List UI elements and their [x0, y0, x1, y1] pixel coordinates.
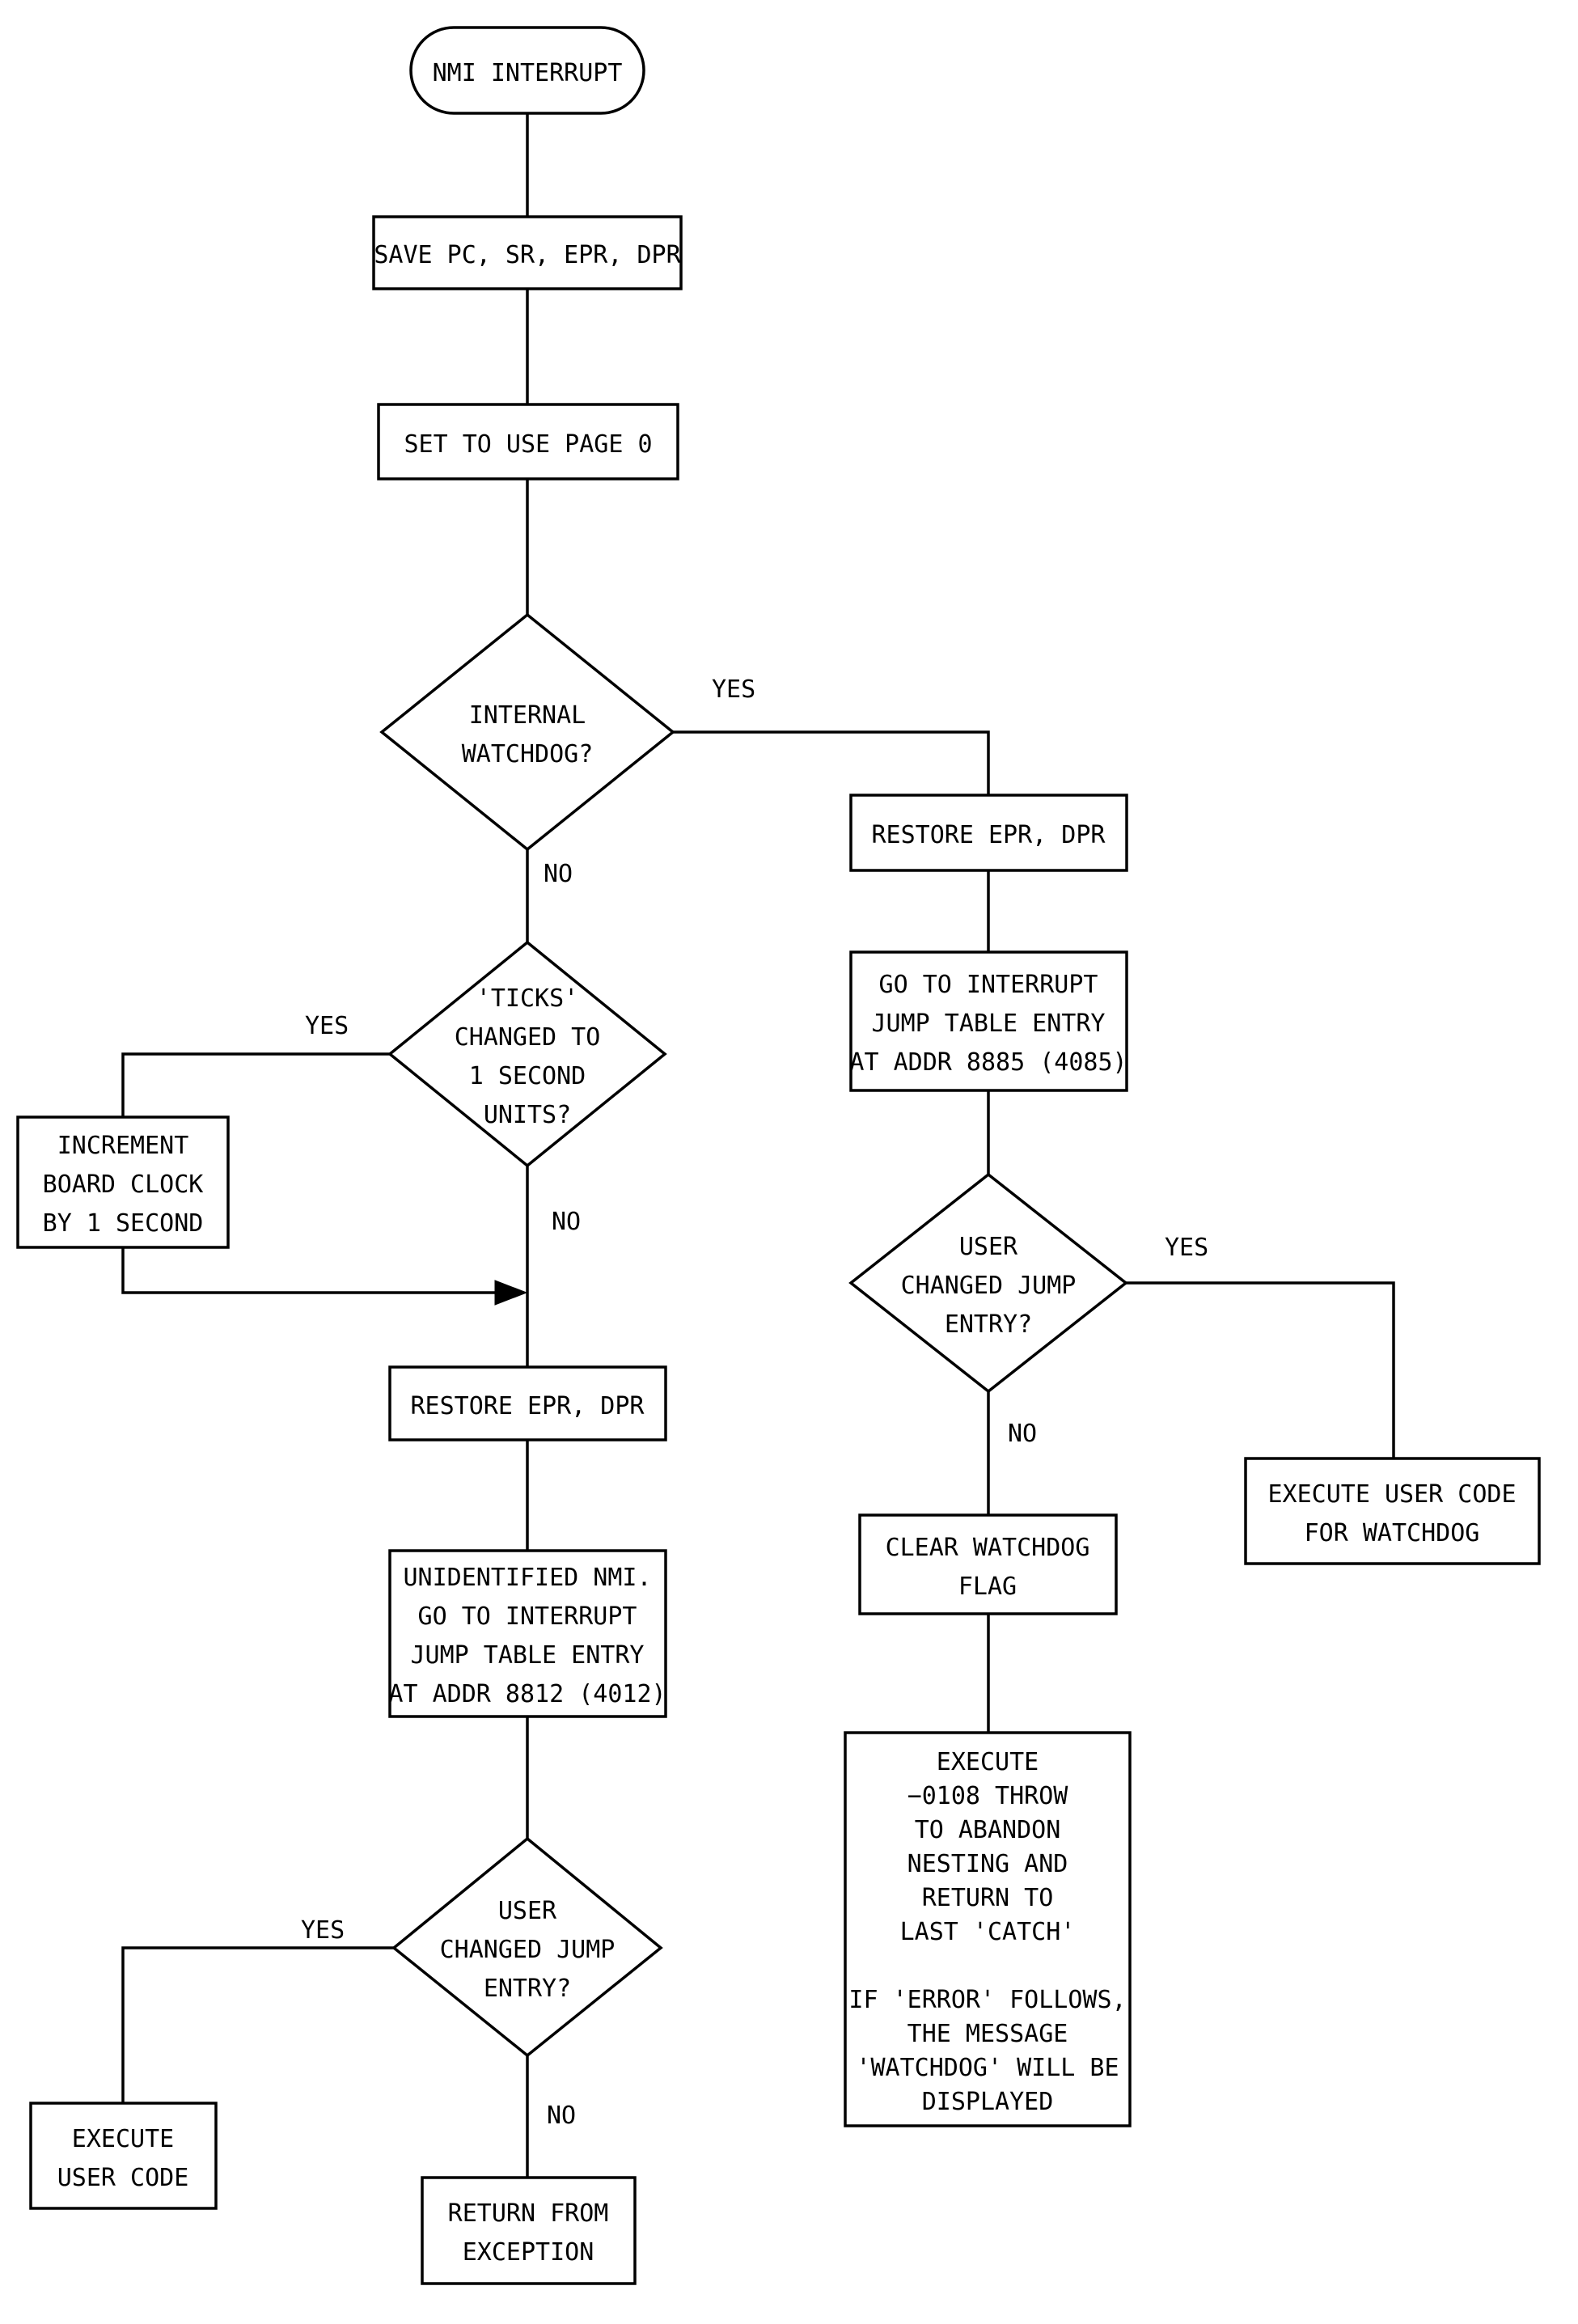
- node-throw-abandon-line5: RETURN TO: [922, 1884, 1054, 1912]
- merge-arrowhead-icon: [494, 1280, 528, 1306]
- node-increment-clock-shape: [16, 1115, 230, 1249]
- node-set-page-label: SET TO USE PAGE 0: [404, 430, 652, 459]
- node-execute-watchdog-code-line2: FOR WATCHDOG: [1305, 1519, 1480, 1547]
- node-jump-table-8885-line3: AT ADDR 8885 (4085): [849, 1048, 1127, 1077]
- node-jump-table-8812-line2: GO TO INTERRUPT: [418, 1602, 637, 1631]
- node-ticks-changed-line4: UNITS?: [484, 1101, 571, 1129]
- node-save-registers-label: SAVE PC, SR, EPR, DPR: [374, 241, 681, 269]
- node-jump-table-8885: GO TO INTERRUPT JUMP TABLE ENTRY AT ADDR…: [849, 950, 1128, 1092]
- node-restore-right-shape: [849, 794, 1128, 872]
- node-increment-clock: INCREMENT BOARD CLOCK BY 1 SECOND: [16, 1115, 230, 1249]
- node-jump-table-8812-shape: [388, 1549, 667, 1718]
- node-ticks-changed: 'TICKS' CHANGED TO 1 SECOND UNITS?: [387, 940, 667, 1168]
- edge-userchanged-yes-to-executewatchdog: [1126, 1281, 1395, 1458]
- node-execute-watchdog-code: EXECUTE USER CODE FOR WATCHDOG: [1244, 1457, 1541, 1565]
- node-ticks-changed-shape: [387, 940, 667, 1168]
- edge-label-watchdog-yes: YES: [712, 675, 755, 704]
- node-internal-watchdog-line1: INTERNAL: [469, 701, 586, 730]
- edge-label-user-bottom-yes: YES: [301, 1916, 345, 1945]
- node-user-changed-right-shape: [848, 1172, 1128, 1394]
- node-user-changed-right-line1: USER: [959, 1233, 1018, 1261]
- node-throw-abandon-line3: TO ABANDON: [915, 1816, 1061, 1844]
- node-throw-abandon-line9: THE MESSAGE: [907, 2020, 1068, 2048]
- node-return-exception-line1: RETURN FROM: [448, 2199, 609, 2228]
- node-user-changed-right-line2: CHANGED JUMP: [901, 1272, 1077, 1300]
- node-increment-clock-line2: BOARD CLOCK: [43, 1170, 204, 1199]
- node-return-exception-shape: [421, 2176, 637, 2285]
- node-jump-table-8885-line1: GO TO INTERRUPT: [879, 971, 1098, 999]
- node-clear-watchdog-flag-line1: CLEAR WATCHDOG: [886, 1534, 1090, 1562]
- node-ticks-changed-line3: 1 SECOND: [469, 1062, 586, 1090]
- edge-watchdog-yes-to-restore: [673, 730, 990, 795]
- node-jump-table-8885-shape: [849, 950, 1128, 1092]
- node-internal-watchdog-shape: [379, 612, 675, 852]
- edge-userbottom-yes-to-executeuser: [121, 1946, 394, 2103]
- node-throw-abandon-line4: NESTING AND: [907, 1850, 1068, 1878]
- node-jump-table-8812-line3: JUMP TABLE ENTRY: [411, 1641, 645, 1670]
- node-restore-main-shape: [388, 1365, 667, 1441]
- node-throw-abandon: EXECUTE −0108 THROW TO ABANDON NESTING A…: [844, 1731, 1132, 2127]
- node-execute-user-code-line1: EXECUTE: [72, 2125, 174, 2153]
- node-throw-abandon-line10: 'WATCHDOG' WILL BE: [856, 2054, 1119, 2082]
- node-start-label: NMI INTERRUPT: [433, 59, 623, 87]
- node-jump-table-8812-line4: AT ADDR 8812 (4012): [388, 1680, 666, 1708]
- node-throw-abandon-line11: DISPLAYED: [922, 2088, 1054, 2116]
- node-increment-clock-line1: INCREMENT: [57, 1132, 189, 1160]
- node-set-page: SET TO USE PAGE 0: [377, 403, 679, 480]
- node-jump-table-8812: UNIDENTIFIED NMI. GO TO INTERRUPT JUMP T…: [388, 1549, 667, 1718]
- node-user-changed-bottom: USER CHANGED JUMP ENTRY?: [391, 1836, 663, 2058]
- edge-label-user-right-no: NO: [1008, 1420, 1037, 1448]
- node-internal-watchdog: INTERNAL WATCHDOG?: [379, 612, 675, 852]
- node-throw-abandon-line1: EXECUTE: [937, 1748, 1039, 1776]
- node-restore-main-label: RESTORE EPR, DPR: [411, 1392, 645, 1420]
- node-increment-clock-line3: BY 1 SECOND: [43, 1209, 204, 1238]
- node-return-exception: RETURN FROM EXCEPTION: [421, 2176, 637, 2285]
- node-user-changed-right: USER CHANGED JUMP ENTRY?: [848, 1172, 1128, 1394]
- node-set-page-shape: [377, 403, 679, 480]
- node-restore-right: RESTORE EPR, DPR: [849, 794, 1128, 872]
- node-user-changed-bottom-line3: ENTRY?: [484, 1975, 571, 2003]
- node-restore-main: RESTORE EPR, DPR: [388, 1365, 667, 1441]
- node-execute-user-code: EXECUTE USER CODE: [29, 2102, 218, 2210]
- edge-label-ticks-no: NO: [552, 1208, 581, 1236]
- node-throw-abandon-line6: LAST 'CATCH': [900, 1918, 1076, 1946]
- node-restore-right-label: RESTORE EPR, DPR: [872, 821, 1106, 849]
- node-ticks-changed-line2: CHANGED TO: [455, 1023, 601, 1052]
- node-user-changed-bottom-line2: CHANGED JUMP: [440, 1936, 616, 1964]
- node-return-exception-line2: EXCEPTION: [463, 2238, 594, 2267]
- node-user-changed-right-line3: ENTRY?: [945, 1310, 1032, 1339]
- node-clear-watchdog-flag: CLEAR WATCHDOG FLAG: [858, 1513, 1118, 1615]
- node-throw-abandon-shape: [844, 1731, 1132, 2127]
- node-save-registers-shape: [372, 215, 683, 290]
- node-execute-user-code-shape: [29, 2102, 218, 2210]
- node-save-registers: SAVE PC, SR, EPR, DPR: [372, 215, 683, 290]
- node-ticks-changed-line1: 'TICKS': [476, 984, 578, 1013]
- edge-label-user-right-yes: YES: [1165, 1234, 1208, 1262]
- node-execute-watchdog-code-shape: [1244, 1457, 1541, 1565]
- node-throw-abandon-line2: −0108 THROW: [907, 1782, 1069, 1810]
- node-throw-abandon-line8: IF 'ERROR' FOLLOWS,: [848, 1986, 1126, 2014]
- edge-label-ticks-yes: YES: [305, 1012, 349, 1040]
- node-clear-watchdog-flag-line2: FLAG: [958, 1573, 1017, 1601]
- node-user-changed-bottom-shape: [391, 1836, 663, 2058]
- node-jump-table-8812-line1: UNIDENTIFIED NMI.: [403, 1564, 651, 1592]
- edge-ticks-yes-to-increment: [121, 1052, 390, 1117]
- node-user-changed-bottom-line1: USER: [498, 1897, 557, 1925]
- node-start: NMI INTERRUPT: [409, 26, 645, 115]
- edge-label-watchdog-no: NO: [544, 860, 573, 888]
- node-jump-table-8885-line2: JUMP TABLE ENTRY: [872, 1010, 1106, 1038]
- edge-label-user-bottom-no: NO: [547, 2102, 576, 2130]
- node-execute-watchdog-code-line1: EXECUTE USER CODE: [1267, 1480, 1516, 1509]
- node-clear-watchdog-flag-shape: [858, 1513, 1118, 1615]
- node-start-shape: [409, 26, 645, 115]
- edge-increment-to-mainline: [121, 1247, 521, 1294]
- node-internal-watchdog-line2: WATCHDOG?: [462, 740, 594, 768]
- node-execute-user-code-line2: USER CODE: [57, 2164, 189, 2192]
